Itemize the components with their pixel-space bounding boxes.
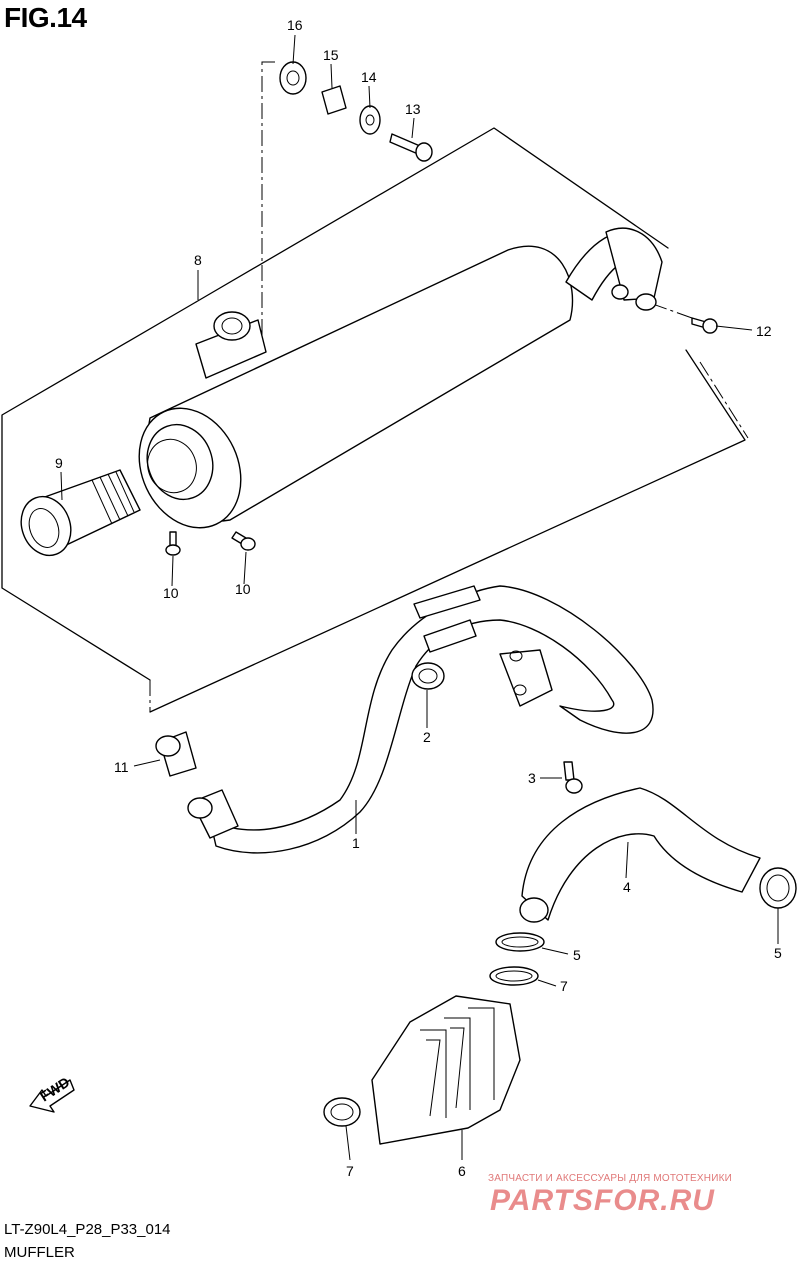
gasket: [411, 662, 445, 690]
callout-3: 3: [528, 770, 536, 786]
mount-hardware: [279, 61, 433, 162]
callout-13: 13: [405, 101, 421, 117]
callout-7-left: 7: [346, 1163, 354, 1179]
clamps: [323, 867, 797, 1127]
callout-7-center: 7: [560, 978, 568, 994]
bolts: [165, 317, 718, 794]
callout-leaders: [60, 34, 779, 1161]
callout-15: 15: [323, 47, 339, 63]
muffler-group-boundary: [1, 127, 749, 713]
callout-14: 14: [361, 69, 377, 85]
callout-5-right: 5: [774, 945, 782, 961]
callout-8: 8: [194, 252, 202, 268]
exhaust-pipe-rear: [519, 787, 761, 923]
figure-code: LT-Z90L4_P28_P33_014: [4, 1221, 171, 1238]
callout-16: 16: [287, 17, 303, 33]
heat-shield: [371, 995, 521, 1145]
callout-1: 1: [352, 835, 360, 851]
callout-6: 6: [458, 1163, 466, 1179]
callout-12: 12: [756, 323, 772, 339]
watermark-tagline: ЗАПЧАСТИ И АКСЕССУАРЫ ДЛЯ МОТОТЕХНИКИ: [488, 1173, 733, 1184]
callout-11: 11: [114, 759, 129, 775]
fwd-arrow: FWD: [29, 1074, 75, 1113]
watermark-logo: PARTSFOR.RU: [490, 1184, 715, 1217]
callout-9: 9: [55, 455, 63, 471]
pipe-connector: [155, 731, 239, 839]
callout-10-left: 10: [163, 585, 179, 601]
muffler-body: [138, 227, 663, 529]
figure-name: MUFFLER: [4, 1244, 75, 1261]
figure-title: FIG.14: [4, 2, 87, 33]
callout-2: 2: [423, 729, 431, 745]
callout-5-center: 5: [573, 947, 581, 963]
callout-numbers: 16 15 14 13 8 12 9 10 10 2 11 3 1 4 5 5 …: [55, 17, 782, 1179]
callout-4: 4: [623, 879, 631, 895]
spark-arrester: [20, 469, 141, 557]
callout-10-right: 10: [235, 581, 251, 597]
exhaust-pipe: [209, 585, 654, 854]
